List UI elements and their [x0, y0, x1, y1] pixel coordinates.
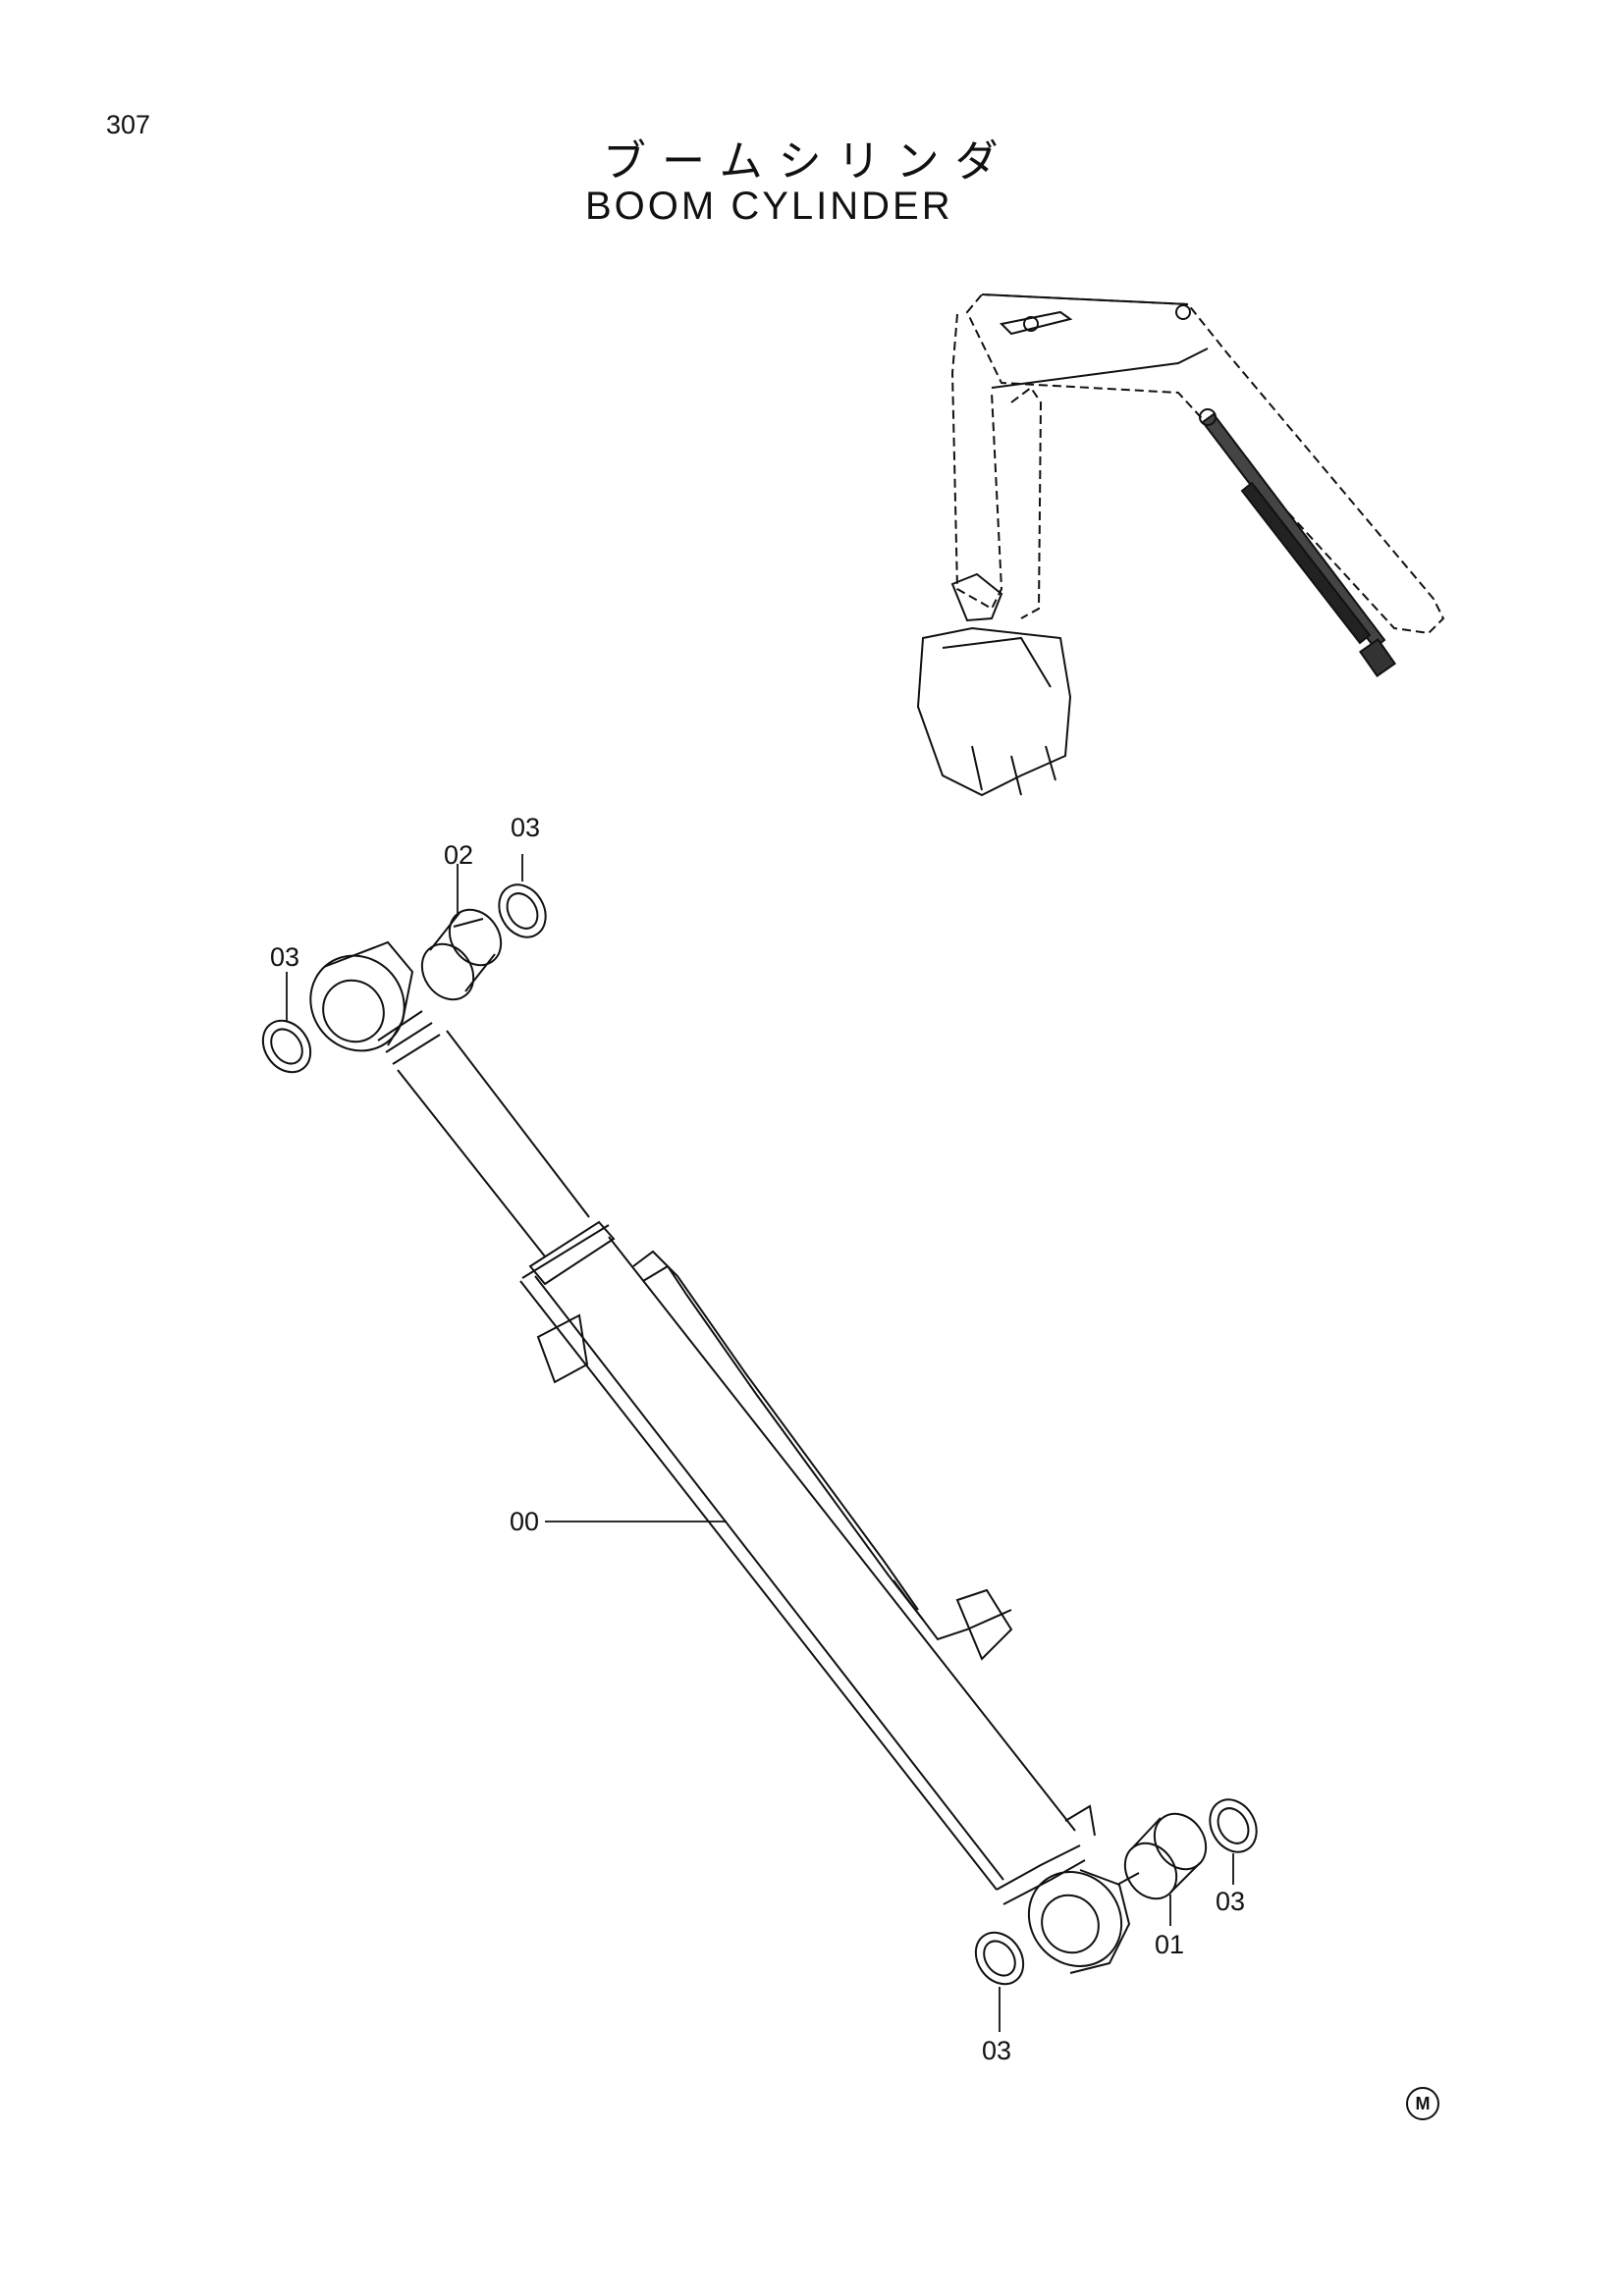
bushing-02	[420, 864, 503, 1001]
callout-00: 00	[510, 1507, 539, 1536]
callout-03-top-right: 03	[511, 813, 540, 842]
bushing-01	[1116, 1812, 1208, 1926]
callout-01: 01	[1155, 1930, 1184, 1959]
circled-m-mark: M	[1406, 2087, 1439, 2120]
page-title-japanese: ブームシリンダ	[603, 136, 1014, 187]
page-number: 307	[106, 110, 151, 139]
callout-03-bottom: 03	[982, 2036, 1011, 2065]
seal-03-bottom	[974, 1931, 1025, 2032]
seal-03-top-right	[498, 854, 547, 938]
boom-cylinder-00	[309, 940, 1131, 1974]
seal-03-top-left	[261, 972, 312, 1074]
excavator-arm-inset	[916, 293, 1445, 797]
callout-03-top-left: 03	[270, 942, 299, 972]
callout-03-bottom-right: 03	[1216, 1887, 1245, 1916]
seal-03-bottom-right	[1209, 1798, 1258, 1885]
page-title-english: BOOM CYLINDER	[585, 185, 953, 228]
callout-02: 02	[444, 840, 473, 870]
